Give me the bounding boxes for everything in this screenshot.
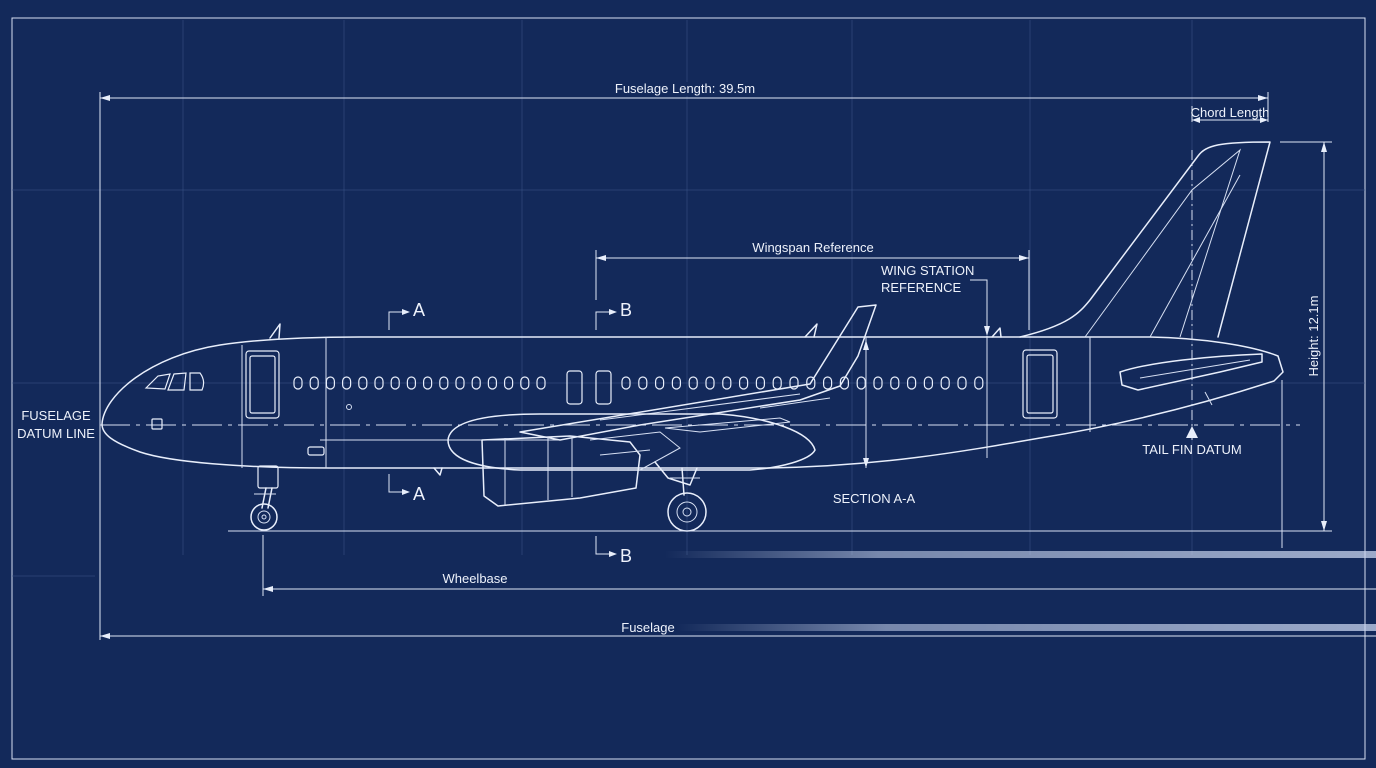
antenna <box>433 467 443 476</box>
cabin-window <box>722 376 732 390</box>
fuselage-length-label: Fuselage Length: 39.5m <box>615 81 755 96</box>
cabin-window <box>504 376 514 390</box>
fuselage-bottom-label: Fuselage <box>621 620 674 635</box>
wing-station-reference-callout: WING STATION REFERENCE <box>881 263 990 458</box>
cabin-window <box>439 376 449 390</box>
cabin-window <box>293 376 303 390</box>
cabin-window <box>906 376 917 390</box>
cabin-window <box>705 376 715 390</box>
cabin-window <box>923 376 934 390</box>
aft-door <box>1022 349 1058 419</box>
wing <box>519 304 877 441</box>
cabin-window <box>789 376 799 390</box>
fuselage-datum-label-line2: DATUM LINE <box>17 426 95 441</box>
cabin-window-row <box>293 376 546 390</box>
tail-fin-datum-marker <box>1186 426 1198 438</box>
height-dimension: Height: 12.1m <box>1280 141 1332 532</box>
cabin-window <box>940 376 950 390</box>
cabin-window <box>957 376 967 390</box>
cabin-window <box>738 376 749 390</box>
antenna <box>804 323 818 338</box>
cockpit-window <box>144 373 171 390</box>
cabin-window <box>342 376 352 390</box>
fuselage-outline <box>101 336 1284 469</box>
fuselage-datum-label-line1: FUSELAGE <box>21 408 91 423</box>
wheelbase-dimension: Wheelbase <box>262 535 1376 596</box>
cabin-window <box>520 376 530 390</box>
overwing-exit <box>566 370 583 405</box>
cabin-window <box>974 376 984 390</box>
section-marker-a-top: A <box>413 300 425 320</box>
cabin-window <box>471 376 481 390</box>
cabin-window <box>654 376 665 390</box>
section-marker-b-top: B <box>620 300 632 320</box>
aircraft-side-view <box>101 141 1284 532</box>
cabin-window <box>806 376 816 390</box>
engine-nacelle <box>481 435 641 507</box>
sheet-border <box>11 17 1366 760</box>
wingspan-reference-dimension: Wingspan Reference <box>595 240 1030 330</box>
cabin-window <box>638 376 648 390</box>
tail-fin-datum-label: TAIL FIN DATUM <box>1142 442 1241 457</box>
cockpit-window <box>189 372 205 391</box>
main-landing-gear <box>654 461 707 532</box>
forward-door <box>245 350 280 419</box>
wing-body-fairing <box>447 413 816 471</box>
cabin-window <box>423 376 433 390</box>
chord-length-label: Chord Length <box>1191 105 1270 120</box>
cabin-window <box>406 376 416 390</box>
cabin-window-row <box>621 376 984 390</box>
section-markers: A B A B <box>388 300 632 566</box>
horizontal-stabilizer <box>1119 353 1263 391</box>
cabin-window <box>839 376 850 390</box>
cabin-window <box>856 376 866 390</box>
antenna <box>991 327 1002 338</box>
light-streak <box>676 624 1376 631</box>
fuselage-length-dimension: Fuselage Length: 39.5m <box>99 81 1269 640</box>
cabin-window <box>822 376 833 390</box>
cabin-window <box>455 376 465 390</box>
section-marker-a-bottom: A <box>413 484 425 504</box>
wing-station-label-line1: WING STATION <box>881 263 974 278</box>
cabin-window <box>688 376 698 390</box>
light-streak <box>665 551 1376 558</box>
cabin-window <box>325 376 335 390</box>
cabin-window <box>487 376 497 390</box>
wing-station-label-line2: REFERENCE <box>881 280 962 295</box>
nose-landing-gear <box>250 465 279 531</box>
vertical-stabilizer <box>1019 141 1271 338</box>
fuselage-bottom-dimension: Fuselage <box>100 620 1376 639</box>
cabin-window <box>536 376 546 390</box>
chord-length-dimension: Chord Length <box>1191 105 1270 123</box>
height-label: Height: 12.1m <box>1306 296 1321 377</box>
cabin-window <box>358 376 368 390</box>
cabin-window <box>309 376 319 390</box>
cabin-window <box>873 376 883 390</box>
wingspan-reference-label: Wingspan Reference <box>752 240 873 255</box>
wheelbase-label: Wheelbase <box>442 571 507 586</box>
cabin-window <box>621 376 631 390</box>
cabin-window <box>374 376 384 390</box>
cabin-window <box>890 376 900 390</box>
cabin-window <box>755 376 766 390</box>
cabin-window <box>390 376 400 390</box>
section-marker-b-bottom: B <box>620 546 632 566</box>
antenna <box>269 323 281 339</box>
overwing-exit <box>595 370 612 405</box>
cabin-window <box>671 376 682 390</box>
section-aa-label: SECTION A-A <box>833 491 916 506</box>
cockpit-window <box>167 372 187 391</box>
